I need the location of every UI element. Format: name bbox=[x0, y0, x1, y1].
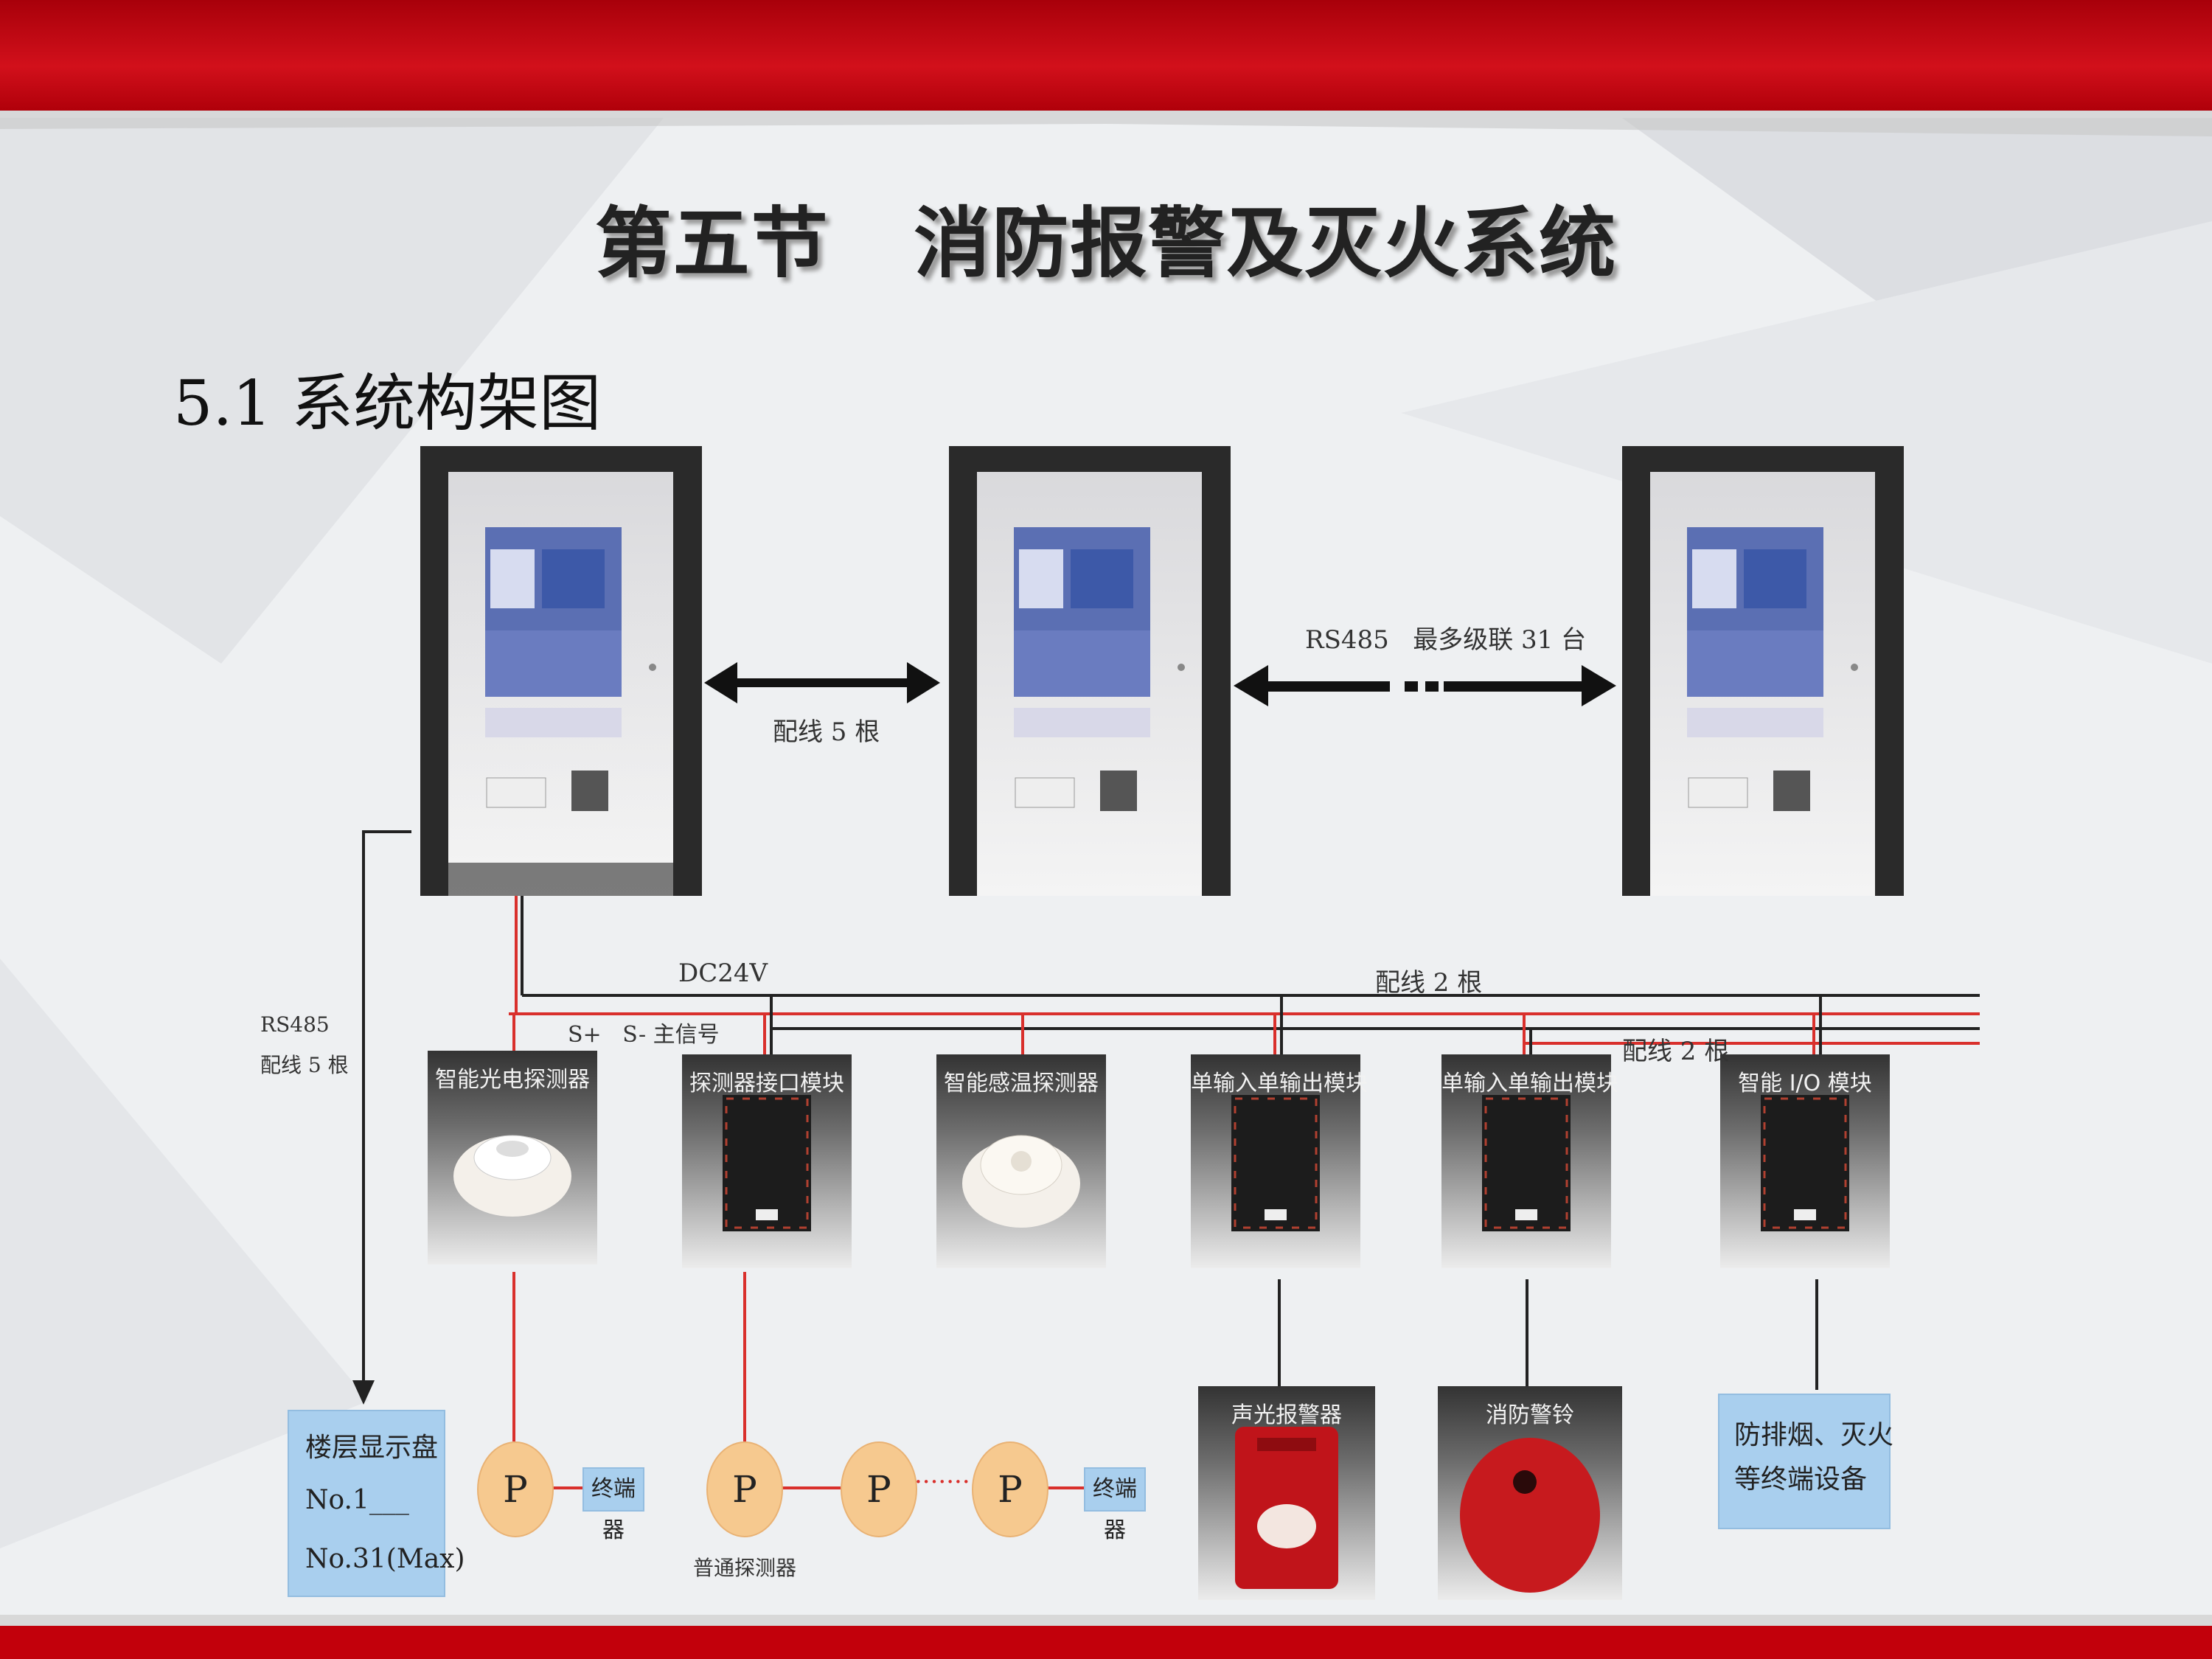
device-label: 智能光电探测器 bbox=[435, 1067, 590, 1093]
device-label: 智能感温探测器 bbox=[944, 1071, 1099, 1096]
terminal-equipment-box: 防排烟、灭火 等终端设备 bbox=[1718, 1394, 1894, 1529]
device-label: 智能 I/O 模块 bbox=[1738, 1071, 1872, 1096]
device-card-heat-detector bbox=[936, 1054, 1106, 1268]
detector-p-4: P bbox=[972, 1441, 1048, 1537]
fire-bell-card bbox=[1438, 1386, 1622, 1600]
double-arrow-icon bbox=[704, 662, 940, 703]
page-title: 第五节 消防报警及灭火系统 bbox=[594, 198, 1618, 288]
floor-display-title: 楼层显示盘 bbox=[305, 1433, 439, 1463]
detector-ellipsis: ······· bbox=[914, 1467, 970, 1497]
label-wire5-left: 配线 5 根 bbox=[260, 1053, 349, 1077]
common-detector-label: 普通探测器 bbox=[693, 1556, 797, 1580]
device-card-detector-interface-module bbox=[682, 1054, 852, 1268]
label-wire2-mid: 配线 2 根 bbox=[1622, 1037, 1730, 1066]
bus-lines bbox=[509, 896, 1980, 1489]
device-card-io-module-1 bbox=[1191, 1054, 1360, 1268]
label-wire5-panels: 配线 5 根 bbox=[773, 717, 880, 747]
floor-display-last: No.31(Max) bbox=[305, 1544, 465, 1574]
output-label: 消防警铃 bbox=[1486, 1402, 1574, 1428]
label-rs485-left: RS485 bbox=[260, 1012, 330, 1037]
device-card-smart-io-module bbox=[1720, 1054, 1890, 1268]
dashed-double-arrow-icon bbox=[1234, 665, 1616, 706]
control-panel-2 bbox=[949, 446, 1231, 896]
detector-p-3: P bbox=[841, 1441, 917, 1537]
device-label: 单输入单输出模块 bbox=[1441, 1071, 1618, 1096]
device-interface-module: 探测器接口模块 bbox=[682, 1054, 852, 1099]
terminal-equipment-label: 防排烟、灭火 等终端设备 bbox=[1734, 1420, 1894, 1495]
device-label: 探测器接口模块 bbox=[689, 1071, 844, 1096]
detector-p-2: P bbox=[706, 1441, 783, 1537]
floor-display-box: 楼层显示盘 No.1___ No.31(Max) bbox=[288, 1410, 465, 1597]
device-card-io-module-2 bbox=[1441, 1054, 1611, 1268]
floor-display-first: No.1___ bbox=[305, 1485, 409, 1515]
output-label: 声光报警器 bbox=[1231, 1402, 1342, 1428]
device-card-smoke-detector bbox=[428, 1051, 597, 1265]
output-strobe: 声光报警器 bbox=[1198, 1386, 1375, 1430]
device-smart-io: 智能 I/O 模块 bbox=[1720, 1054, 1890, 1099]
terminator-2: 终端器 bbox=[1084, 1467, 1146, 1543]
output-bell: 消防警铃 bbox=[1438, 1386, 1622, 1430]
strobe-alarm-card bbox=[1198, 1386, 1375, 1600]
control-panel-3 bbox=[1622, 446, 1904, 896]
device-label: 单输入单输出模块 bbox=[1191, 1071, 1368, 1096]
device-smoke: 智能光电探测器 bbox=[428, 1051, 597, 1095]
label-rs485-cascade: RS485 最多级联 31 台 bbox=[1305, 625, 1587, 655]
device-io-1: 单输入单输出模块 bbox=[1191, 1054, 1368, 1099]
label-wire2-top: 配线 2 根 bbox=[1375, 968, 1483, 998]
device-heat: 智能感温探测器 bbox=[936, 1054, 1106, 1099]
detector-p-1: P bbox=[477, 1441, 554, 1537]
rs485-arrow bbox=[362, 830, 411, 1390]
label-dc24v: DC24V bbox=[678, 959, 768, 988]
device-io-2: 单输入单输出模块 bbox=[1441, 1054, 1618, 1099]
control-panel-1 bbox=[420, 446, 702, 896]
terminator-1: 终端器 bbox=[582, 1467, 644, 1543]
label-signal-bus: S+ S- 主信号 bbox=[568, 1022, 720, 1048]
section-title: 5.1 系统构架图 bbox=[173, 367, 602, 439]
